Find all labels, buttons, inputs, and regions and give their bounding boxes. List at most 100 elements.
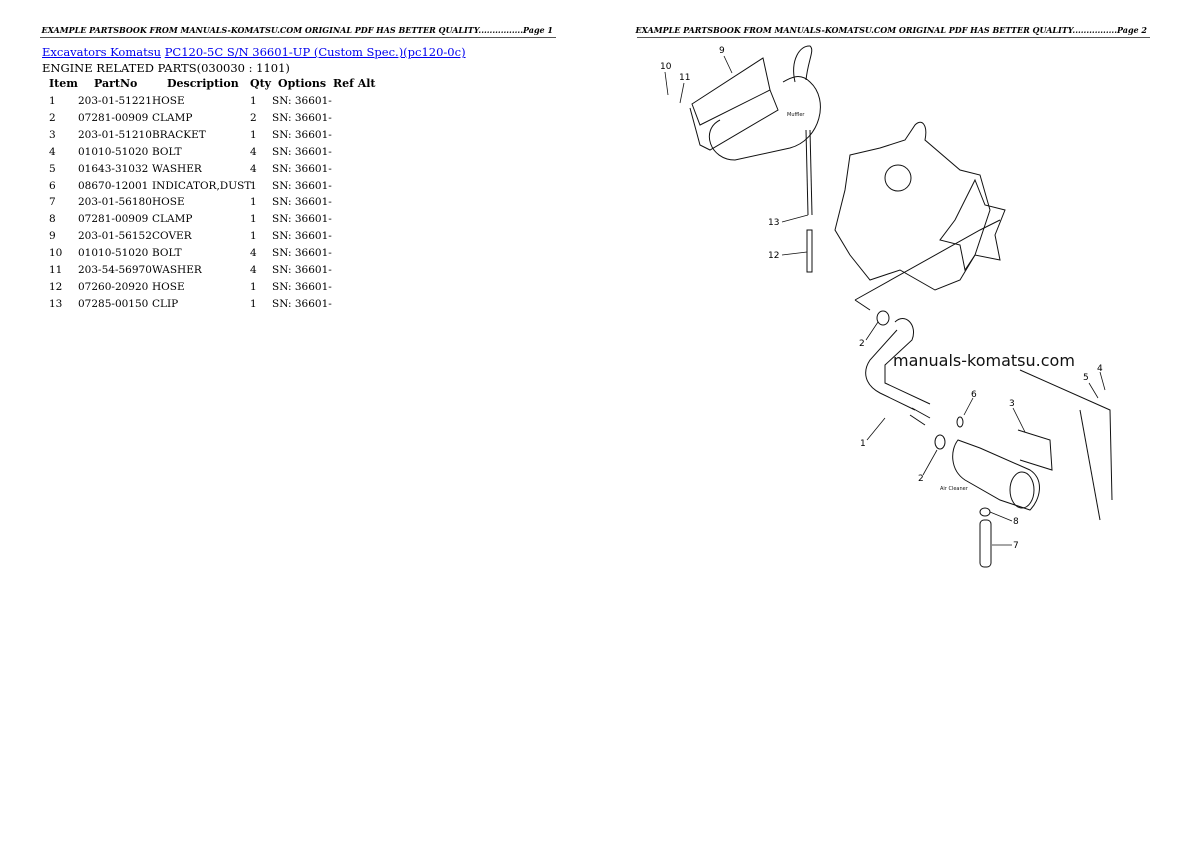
cell-options: SN: 36601- [272,230,332,243]
breadcrumb-link-excavators[interactable]: Excavators Komatsu [42,45,162,59]
callout-12: 12 [768,251,779,261]
cell-options: SN: 36601- [272,95,332,107]
cell-description: WASHER [152,264,202,276]
col-header-options: Options [278,77,327,90]
cell-description: BRACKET [152,128,206,141]
col-header-item: Item [49,77,78,90]
cell-options: SN: 36601- [272,162,332,175]
col-header-ref-alt: Ref Alt [333,77,376,90]
cell-item: 8 [49,213,56,226]
cell-item: 11 [49,264,63,276]
callout-5: 5 [1083,373,1089,383]
cell-partno: 07281-00909 [78,111,149,124]
cell-partno: 08670-12001 [78,179,149,192]
callout-1: 1 [860,439,866,449]
cell-item: 13 [49,297,63,310]
cell-partno: 203-01-56180 [78,196,152,209]
cell-options: SN: 36601- [272,145,332,158]
cell-item: 3 [49,128,56,141]
breadcrumb-link-model[interactable]: PC120-5C S/N 36601-UP (Custom Spec.)(pc1… [164,45,466,59]
callout-11: 11 [679,73,690,83]
cell-description: CLAMP [152,111,193,124]
cell-qty: 4 [250,162,257,175]
callout-4: 4 [1097,364,1103,374]
cell-description: BOLT [152,145,182,158]
cell-qty: 2 [250,111,257,124]
cell-description: CLIP [152,297,179,310]
cell-item: 6 [49,179,56,192]
cell-options: SN: 36601- [272,111,332,124]
cell-qty: 1 [250,179,257,192]
cell-qty: 1 [250,196,257,209]
cell-qty: 1 [250,230,257,243]
engine-drawing [834,121,1006,311]
page2-header: EXAMPLE PARTSBOOK FROM MANUALS-KOMATSU.C… [635,25,1147,35]
cell-description: HOSE [152,280,185,293]
section-title: ENGINE RELATED PARTS(030030 : 1101) [42,61,290,75]
callout-2-bottom: 2 [918,474,924,484]
cell-qty: 1 [250,280,257,293]
cell-qty: 1 [250,128,257,141]
cell-item: 5 [49,162,56,175]
col-header-description: Description [167,77,239,90]
cell-options: SN: 36601- [272,264,332,276]
col-header-partno: PartNo [94,77,138,90]
callout-9: 9 [719,46,725,56]
cell-options: SN: 36601- [272,196,332,209]
cell-item: 9 [49,230,56,243]
cell-description: BOLT [152,247,182,260]
callout-8: 8 [1013,517,1019,527]
cell-description: WASHER [152,162,202,175]
cell-qty: 4 [250,264,257,276]
page1-header: EXAMPLE PARTSBOOK FROM MANUALS-KOMATSU.C… [41,25,553,35]
callout-10: 10 [660,62,672,72]
cell-options: SN: 36601- [272,213,332,226]
cell-partno: 203-54-56970 [78,264,152,276]
air-cleaner-label: Air Cleaner [940,486,969,492]
muffler-drawing: Muffler [689,45,821,216]
cell-item: 1 [49,95,56,107]
hose-aircleaner-drawing: Air Cleaner [806,229,1113,568]
breadcrumb: Excavators Komatsu PC120-5C S/N 36601-UP… [42,45,466,59]
cell-qty: 1 [250,95,257,107]
cell-description: INDICATOR,DUST [152,179,252,192]
cell-partno: 203-01-51210 [78,128,152,141]
cell-partno: 01010-51020 [78,145,149,158]
cell-description: CLAMP [152,213,193,226]
cell-description: HOSE [152,95,185,107]
callout-7: 7 [1013,541,1019,551]
cell-item: 4 [49,145,56,158]
page2-header-rule [637,37,1150,38]
cell-options: SN: 36601- [272,297,332,310]
cell-description: COVER [152,230,192,243]
cell-item: 12 [49,280,63,293]
cell-item: 2 [49,111,56,124]
page1-header-rule [40,37,556,38]
watermark: manuals-komatsu.com [893,351,1075,370]
cell-partno: 203-01-51221 [78,95,152,107]
callout-6: 6 [971,390,977,400]
cell-partno: 07281-00909 [78,213,149,226]
cell-description: HOSE [152,196,185,209]
cell-qty: 4 [250,145,257,158]
callout-2-top: 2 [859,339,865,349]
cell-options: SN: 36601- [272,179,332,192]
cell-partno: 01010-51020 [78,247,149,260]
cell-item: 7 [49,196,56,209]
muffler-label: Muffler [787,112,805,118]
cell-qty: 1 [250,297,257,310]
